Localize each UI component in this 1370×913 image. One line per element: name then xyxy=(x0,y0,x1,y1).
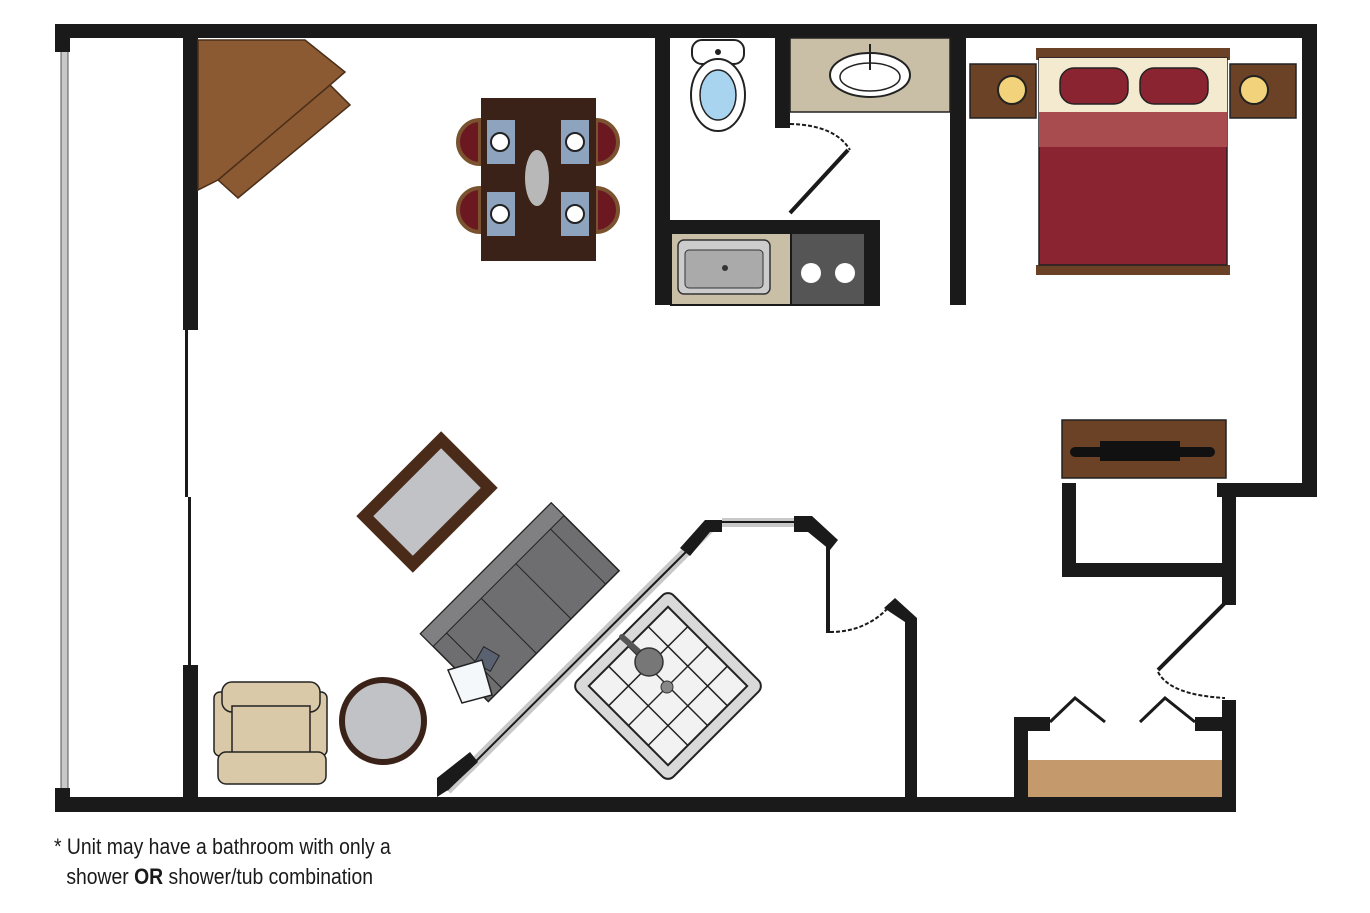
dining-table xyxy=(456,98,620,261)
door-bath-upper xyxy=(788,148,850,215)
kitchenette xyxy=(670,220,880,306)
footnote-text: shower/tub combination xyxy=(163,864,374,889)
footnote-line-1: * Unit may have a bathroom with only a xyxy=(54,834,391,859)
shower-head xyxy=(634,647,664,677)
armchair xyxy=(213,681,328,785)
sofa xyxy=(419,501,621,703)
tv-dresser xyxy=(1061,419,1227,479)
door-closet xyxy=(1156,601,1227,672)
toilet xyxy=(690,39,746,132)
window-left xyxy=(60,47,69,794)
closet-shelf xyxy=(1028,760,1222,797)
walls xyxy=(55,24,1317,812)
footnote-line-2: shower OR shower/tub combination xyxy=(54,862,391,892)
footnote-text: shower xyxy=(66,864,135,889)
corner-desk xyxy=(197,39,352,199)
side-table xyxy=(339,677,427,765)
bed xyxy=(969,48,1297,275)
bath-sink xyxy=(789,37,951,113)
door-swing-bath xyxy=(829,607,889,633)
closet-hangers xyxy=(1048,696,1196,724)
footnote-emphasis: OR xyxy=(134,864,164,889)
pillow xyxy=(446,659,493,704)
shower-drain xyxy=(660,680,674,694)
coffee-table xyxy=(356,431,498,573)
footnote: * Unit may have a bathroom with only a s… xyxy=(54,832,391,892)
